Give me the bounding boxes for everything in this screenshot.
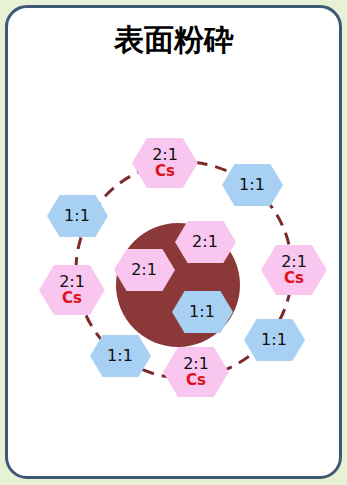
- layer-ratio: 2:1: [59, 274, 85, 291]
- layer-ratio: 2:1: [152, 147, 178, 164]
- layer-ratio: 2:1: [131, 262, 157, 279]
- layer-ratio: 1:1: [107, 348, 133, 365]
- mineral-hexagon-2-1: 2:1Cs: [39, 265, 105, 315]
- layer-ratio: 2:1: [281, 254, 307, 271]
- mineral-hexagon-2-1: 2:1Cs: [163, 347, 229, 397]
- mineral-hexagon-1-1: 1:1: [172, 291, 233, 333]
- cesium-label: Cs: [284, 271, 304, 287]
- mineral-hexagon-1-1: 1:1: [90, 335, 151, 377]
- title: 表面粉砕: [0, 20, 347, 61]
- core-particle: 2:1 2:1 1:1: [116, 223, 240, 347]
- mineral-hexagon-2-1: 2:1Cs: [132, 138, 198, 188]
- layer-ratio: 1:1: [239, 177, 265, 194]
- layer-ratio: 2:1: [183, 356, 209, 373]
- cesium-label: Cs: [62, 291, 82, 307]
- layer-ratio: 1:1: [189, 304, 215, 321]
- mineral-hexagon-1-1: 1:1: [222, 164, 283, 206]
- mineral-hexagon-2-1: 2:1Cs: [261, 245, 327, 295]
- layer-ratio: 2:1: [192, 234, 218, 251]
- mineral-hexagon-1-1: 1:1: [244, 319, 305, 361]
- layer-ratio: 1:1: [261, 332, 287, 349]
- cesium-label: Cs: [186, 373, 206, 389]
- mineral-hexagon-2-1: 2:1: [114, 249, 175, 291]
- layer-ratio: 1:1: [64, 208, 90, 225]
- mineral-hexagon-2-1: 2:1: [175, 221, 236, 263]
- mineral-hexagon-1-1: 1:1: [47, 195, 108, 237]
- cesium-label: Cs: [155, 164, 175, 180]
